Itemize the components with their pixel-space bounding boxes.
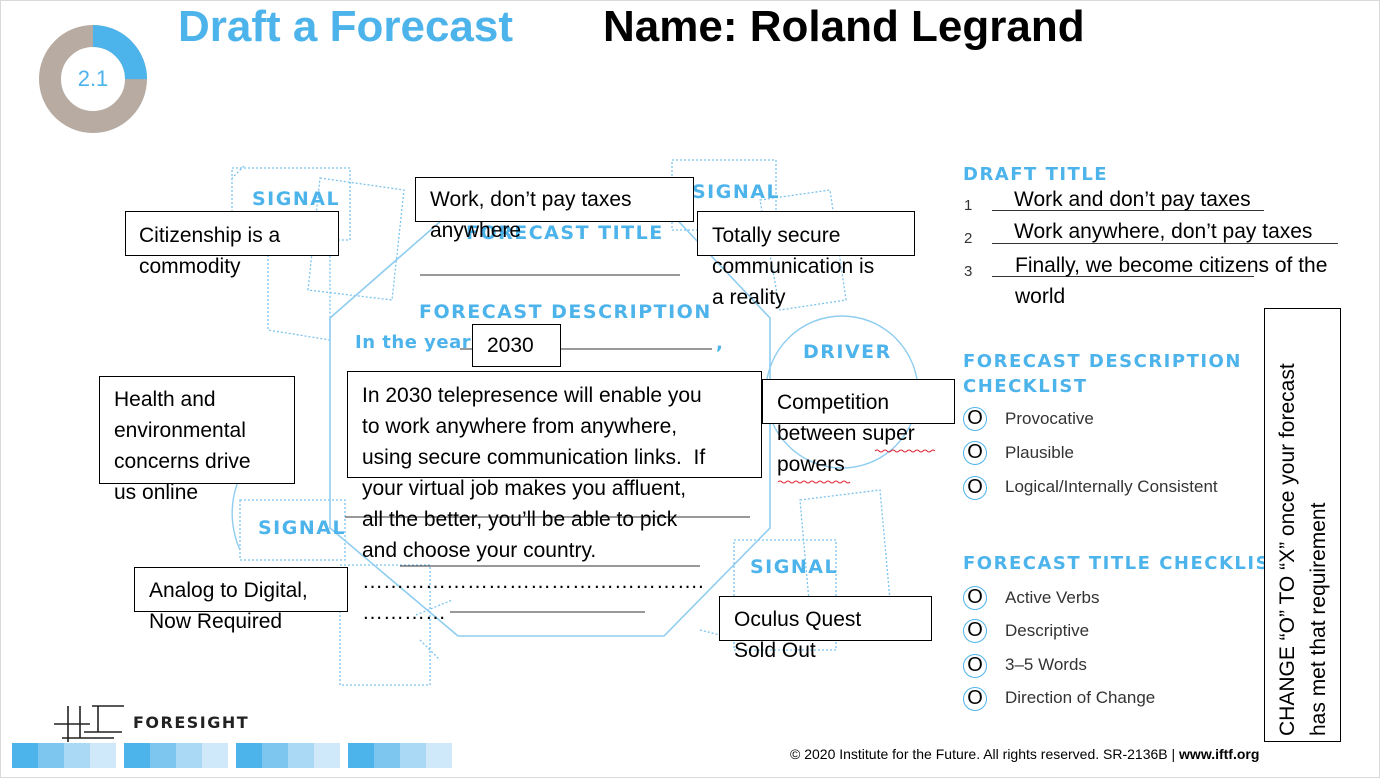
year-value: 2030 bbox=[487, 334, 534, 357]
draft-title-2[interactable]: Work anywhere, don’t pay taxes bbox=[1014, 220, 1313, 243]
signal-label: SIGNAL bbox=[258, 517, 347, 539]
signal-note-box[interactable] bbox=[125, 211, 339, 256]
draft-line bbox=[992, 276, 1254, 277]
checkbox-active-verbs[interactable]: O bbox=[963, 585, 987, 610]
forecast-description-label: FORECAST DESCRIPTION bbox=[419, 301, 712, 323]
logo-text: FORESIGHT bbox=[133, 713, 250, 732]
draft-number: 2 bbox=[964, 230, 973, 247]
description-checklist-heading: CHECKLIST bbox=[963, 376, 1088, 397]
signal-note-box[interactable] bbox=[719, 596, 932, 641]
checklist-item: 3–5 Words bbox=[1005, 655, 1087, 674]
signal-note-text: Citizenship is a commodity bbox=[139, 224, 281, 278]
description-box[interactable] bbox=[347, 371, 762, 478]
signal-label: SIGNAL bbox=[252, 188, 341, 210]
comma-mark: , bbox=[716, 333, 725, 354]
decorative-bar bbox=[12, 743, 452, 768]
checklist-item: Logical/Internally Consistent bbox=[1005, 477, 1218, 496]
draft-title-3[interactable]: Finally, we become citizens of the world bbox=[1015, 254, 1328, 308]
draft-title-1[interactable]: Work and don’t pay taxes bbox=[1014, 188, 1251, 211]
signal-label: SIGNAL bbox=[750, 556, 839, 578]
draft-title-heading: DRAFT TITLE bbox=[963, 164, 1109, 185]
signal-note-text: Totally secure communication is a realit… bbox=[712, 224, 875, 309]
student-name: Name: Roland Legrand bbox=[603, 2, 1085, 51]
title-checklist-heading: FORECAST TITLE CHECKLIST bbox=[963, 553, 1284, 574]
driver-label: DRIVER bbox=[803, 341, 892, 363]
checkbox-logical[interactable]: O bbox=[963, 475, 987, 500]
instruction-line: CHANGE “O” TO “X” once your forecast bbox=[1276, 363, 1299, 736]
driver-note-box[interactable] bbox=[762, 379, 955, 424]
instruction-box: CHANGE “O” TO “X” once your forecast has… bbox=[1264, 308, 1341, 742]
title-note-text: Work, don’t pay taxes anywhere bbox=[430, 188, 632, 242]
checklist-item: Descriptive bbox=[1005, 621, 1090, 640]
checklist-item: Active Verbs bbox=[1005, 588, 1100, 607]
instruction-line: has met that requirement bbox=[1307, 502, 1330, 736]
progress-donut: 2.1 bbox=[38, 24, 148, 134]
signal-note-box[interactable] bbox=[697, 211, 915, 256]
signal-note-text: Oculus Quest Sold Out bbox=[734, 608, 862, 662]
checklist-item: Provocative bbox=[1005, 409, 1094, 428]
draft-number: 3 bbox=[964, 263, 973, 280]
driver-note-box[interactable] bbox=[99, 376, 295, 484]
checkbox-plausible[interactable]: O bbox=[963, 440, 987, 465]
description-text: In 2030 telepresence will enable you to … bbox=[362, 384, 706, 624]
driver-note-text: Competition between super powers bbox=[777, 391, 915, 476]
checklist-item: Plausible bbox=[1005, 443, 1074, 462]
checklist-item: Direction of Change bbox=[1005, 688, 1156, 707]
copyright: © 2020 Institute for the Future. All rig… bbox=[790, 746, 1259, 762]
page-title: Draft a Forecast bbox=[178, 2, 514, 51]
draft-line bbox=[992, 243, 1338, 244]
checkbox-provocative[interactable]: O bbox=[963, 406, 987, 431]
site-link[interactable]: www.iftf.org bbox=[1179, 746, 1260, 762]
forecast-title-label: FORECAST TITLE bbox=[466, 222, 664, 244]
driver-note-text: Health and environmental concerns drive … bbox=[114, 388, 251, 504]
instruction-text: CHANGE “O” TO “X” once your forecast has… bbox=[1272, 316, 1334, 736]
signal-note-box[interactable] bbox=[134, 567, 348, 612]
title-note-box[interactable] bbox=[415, 177, 694, 222]
signal-label: SIGNAL bbox=[692, 181, 781, 203]
description-checklist-heading: FORECAST DESCRIPTION bbox=[963, 351, 1242, 372]
in-the-year-label: In the year bbox=[355, 332, 472, 353]
draft-line bbox=[992, 210, 1264, 211]
checkbox-descriptive[interactable]: O bbox=[963, 618, 987, 643]
signal-note-text: Analog to Digital, Now Required bbox=[149, 579, 308, 633]
checkbox-direction[interactable]: O bbox=[963, 686, 987, 711]
draft-number: 1 bbox=[964, 197, 973, 214]
step-number: 2.1 bbox=[77, 66, 109, 91]
checkbox-word-count[interactable]: O bbox=[963, 653, 987, 678]
year-input[interactable] bbox=[472, 324, 561, 367]
copyright-text: © 2020 Institute for the Future. All rig… bbox=[790, 746, 1180, 762]
